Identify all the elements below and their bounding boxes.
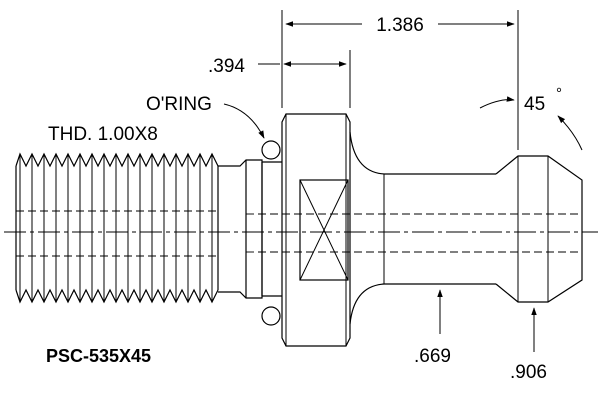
thread-crests bbox=[19, 154, 213, 302]
relief-body bbox=[218, 159, 263, 299]
wrench-flat-cross bbox=[299, 179, 349, 281]
flange-outline bbox=[281, 113, 351, 347]
part-number: PSC-535X45 bbox=[46, 346, 151, 366]
dimension-overall: 1.386 bbox=[281, 10, 519, 150]
dim-flange-label: .394 bbox=[208, 56, 245, 77]
oring-bottom bbox=[261, 306, 281, 326]
callout-head: .906 bbox=[510, 307, 547, 383]
thread-label: THD. 1.00X8 bbox=[48, 124, 158, 145]
callout-neck: .669 bbox=[414, 289, 451, 367]
oring-callout: O'RING bbox=[146, 94, 265, 139]
dim-head-label: .906 bbox=[510, 362, 547, 383]
head-outline bbox=[495, 155, 583, 303]
groove bbox=[261, 161, 282, 297]
neck-fillet-bottom bbox=[349, 283, 385, 325]
dim-angle-label: 45 bbox=[524, 94, 545, 115]
head bbox=[495, 155, 583, 303]
thread-section bbox=[15, 152, 219, 304]
oring-groove bbox=[218, 140, 282, 326]
dim-overall-label: 1.386 bbox=[376, 15, 424, 36]
neck-fillet-top bbox=[349, 131, 385, 175]
dim-neck-label: .669 bbox=[414, 346, 451, 367]
wrench-flat bbox=[299, 179, 349, 281]
neck bbox=[349, 131, 496, 325]
angle-degree-symbol: ° bbox=[556, 85, 562, 102]
dimension-flange: .394 bbox=[208, 50, 351, 108]
oring-top bbox=[261, 140, 281, 160]
flange bbox=[281, 113, 351, 347]
dimension-angle: 45 ° bbox=[479, 85, 583, 151]
oring-label: O'RING bbox=[146, 94, 212, 115]
